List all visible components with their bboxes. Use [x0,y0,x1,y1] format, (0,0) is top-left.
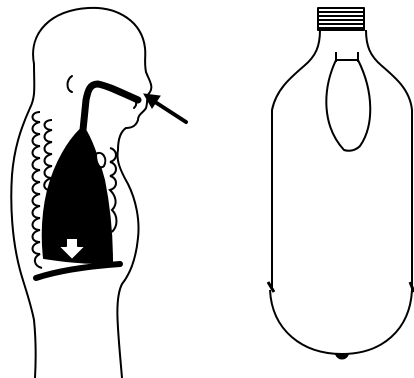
airway-tube [82,84,138,140]
balloon [326,60,370,151]
diaphragm [36,264,120,278]
air-intake-arrow [144,94,186,122]
bottle-cap-threads [318,8,364,30]
bottle-outline [272,30,412,290]
back-outline [11,64,35,378]
chest-front [110,148,117,232]
rib-cage [33,112,43,268]
membrane-knot [336,354,348,359]
base-rim [268,282,414,292]
rubber-membrane-base [270,290,412,354]
ear [68,76,73,92]
lung-lobe [96,153,105,167]
bottle-lung-model [268,8,414,359]
